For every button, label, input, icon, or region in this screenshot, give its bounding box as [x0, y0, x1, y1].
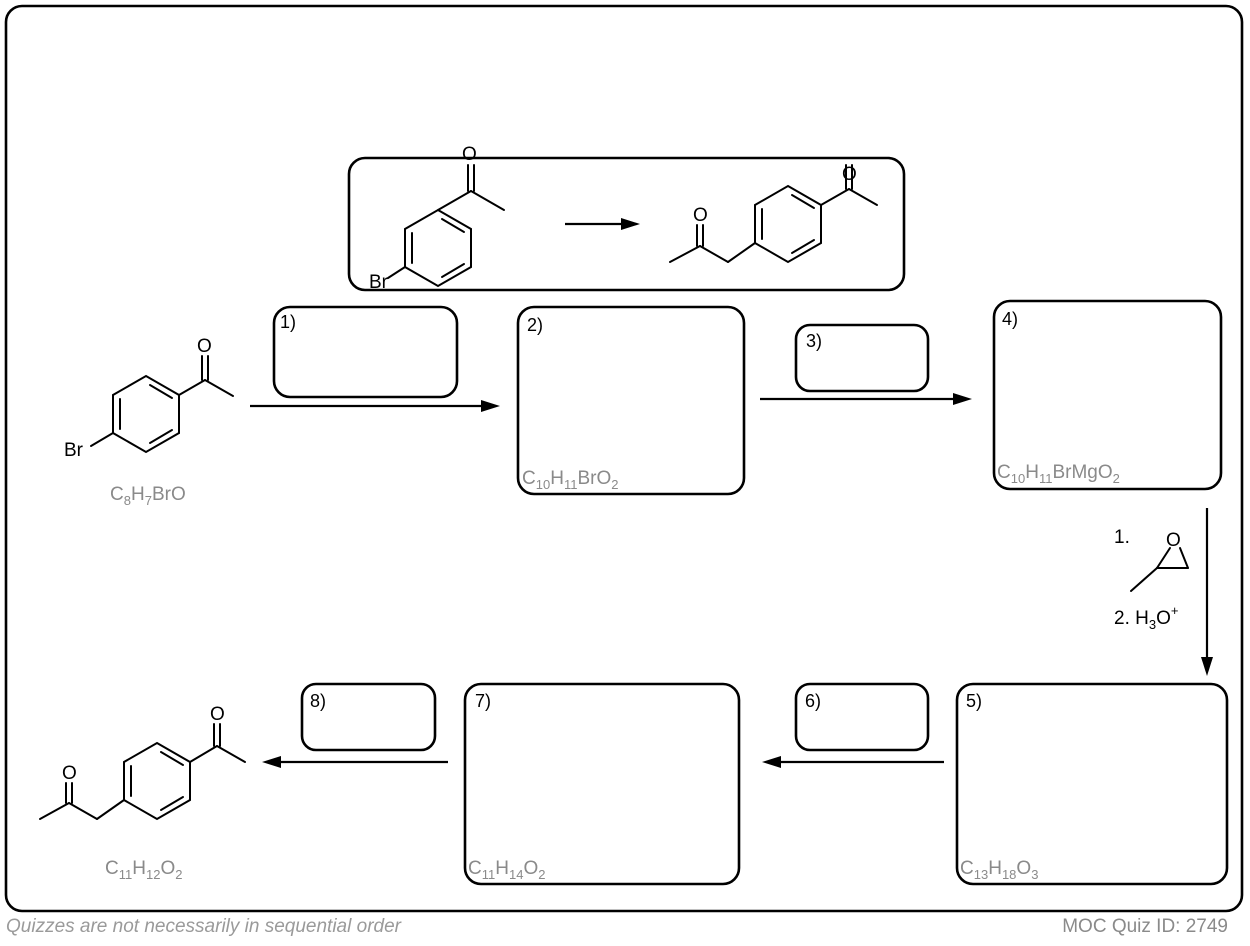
- summary-product-oxygen-ketone: O: [842, 164, 857, 185]
- intermediate5-box[interactable]: [955, 682, 1229, 886]
- start-formula: C8H7BrO: [110, 484, 186, 508]
- intermediate5-label: 5): [966, 691, 982, 711]
- epoxide-arrow: [1201, 508, 1213, 676]
- start-molecule: [90, 355, 234, 454]
- quiz-id: MOC Quiz ID: 2749: [1062, 916, 1228, 937]
- step3-reagent-box[interactable]: [794, 323, 930, 393]
- product-oxygen-ketone: O: [210, 704, 225, 725]
- step1-reagent-box[interactable]: [272, 305, 459, 399]
- step6-label: 6): [805, 691, 821, 711]
- step6-arrow: [762, 756, 944, 768]
- summary-product-oxygen-acetone: O: [693, 205, 708, 226]
- intermediate7-formula: C11H14O2: [468, 858, 545, 882]
- intermediate5-formula: C13H18O3: [960, 858, 1038, 882]
- start-bromine-label: Br: [64, 440, 84, 461]
- reagent-step2: 2. H3O+: [1114, 603, 1178, 632]
- epoxide-oxygen-label: O: [1166, 530, 1181, 551]
- summary-bromine-label: Br: [369, 272, 389, 293]
- propylene-oxide-structure: [1130, 547, 1189, 592]
- summary-start-molecule: [387, 164, 505, 288]
- product-oxygen-acetone: O: [62, 763, 77, 784]
- intermediate4-box[interactable]: [992, 299, 1223, 491]
- intermediate7-box[interactable]: [463, 682, 741, 886]
- step1-arrow: [250, 400, 500, 412]
- reagent-step1-number: 1.: [1114, 527, 1130, 548]
- outer-frame: [4, 4, 1244, 913]
- summary-arrow: [565, 218, 640, 230]
- intermediate2-formula: C10H11BrO2: [522, 468, 618, 492]
- start-oxygen-label: O: [197, 336, 212, 357]
- product-formula: C11H12O2: [105, 858, 182, 882]
- product-molecule: [39, 723, 246, 821]
- intermediate2-label: 2): [527, 315, 543, 335]
- step8-reagent-box[interactable]: [300, 682, 437, 752]
- intermediate4-label: 4): [1002, 309, 1018, 329]
- step8-label: 8): [310, 691, 326, 711]
- summary-box: [347, 156, 906, 292]
- intermediate4-formula: C10H11BrMgO2: [997, 462, 1120, 486]
- step6-reagent-box[interactable]: [794, 682, 930, 752]
- step3-arrow: [760, 393, 972, 405]
- step1-label: 1): [280, 312, 296, 332]
- intermediate7-label: 7): [475, 691, 491, 711]
- summary-oxygen-label: O: [462, 144, 477, 165]
- footer-note: Quizzes are not necessarily in sequentia…: [6, 916, 401, 937]
- intermediate2-box[interactable]: [516, 305, 746, 496]
- step8-arrow: [262, 756, 448, 768]
- step3-label: 3): [806, 331, 822, 351]
- summary-product-molecule: [669, 164, 878, 264]
